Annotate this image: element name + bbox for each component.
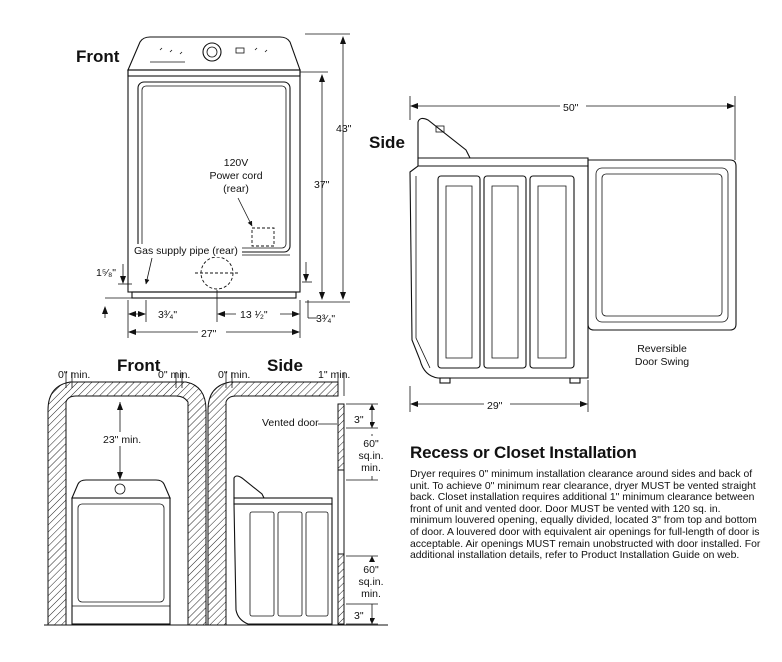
closet-walls-front [47, 381, 207, 626]
svg-text:Door Swing: Door Swing [635, 356, 689, 368]
recess-installation-notes: Recess or Closet Installation Dryer requ… [410, 443, 765, 562]
front-view: Front 120V Power cord (rear) Gas supply … [76, 33, 352, 340]
control-knob-icon [202, 42, 222, 62]
svg-text:60": 60" [363, 564, 379, 576]
power-cord-label: 120V [224, 157, 249, 169]
svg-text:3": 3" [354, 610, 364, 622]
svg-text:sq.in.: sq.in. [358, 576, 383, 588]
svg-text:29": 29" [487, 400, 503, 412]
svg-text:23" min.: 23" min. [103, 434, 141, 446]
front-view-heading: Front [76, 47, 120, 66]
svg-text:27": 27" [201, 328, 217, 340]
svg-text:60": 60" [363, 438, 379, 450]
dryer-door-front [137, 81, 291, 253]
recess-title: Recess or Closet Installation [410, 443, 637, 462]
closet-side-heading: Side [267, 356, 303, 375]
svg-text:50": 50" [563, 102, 579, 114]
closet-side-view: Side 0" min. 1" min. Vented door [204, 356, 388, 626]
door-swing-label: Reversible [637, 343, 687, 355]
svg-text:1" min.: 1" min. [318, 369, 350, 381]
svg-text:3³⁄₄": 3³⁄₄" [158, 309, 177, 321]
svg-text:min.: min. [361, 462, 381, 474]
side-view-heading: Side [369, 133, 405, 152]
svg-text:37": 37" [314, 179, 330, 191]
gas-pipe-label: Gas supply pipe (rear) [134, 245, 238, 257]
side-view: Side 50" Reversible Door [369, 96, 737, 412]
svg-text:(rear): (rear) [223, 183, 249, 195]
closet-dryer-front [71, 497, 171, 625]
recess-body: Dryer requires 0" minimum installation c… [410, 469, 761, 562]
control-console [127, 36, 301, 71]
svg-text:43": 43" [336, 123, 352, 135]
svg-text:0" min.: 0" min. [58, 369, 90, 381]
power-cord-location [251, 227, 275, 247]
svg-text:0" min.: 0" min. [218, 369, 250, 381]
svg-text:3": 3" [354, 414, 364, 426]
closet-front-heading: Front [117, 356, 161, 375]
svg-text:13 ¹⁄₂": 13 ¹⁄₂" [240, 309, 268, 321]
svg-text:min.: min. [361, 588, 381, 600]
closet-front-view: Front 0" min. 0" min. 23" min. [44, 356, 210, 626]
dryer-cabinet-side [409, 165, 589, 379]
console-side [417, 117, 471, 159]
closet-dryer-side [233, 503, 333, 625]
svg-text:Vented door: Vented door [262, 417, 319, 429]
side-panels [437, 175, 575, 369]
svg-text:3³⁄₄": 3³⁄₄" [316, 313, 335, 325]
svg-text:Power cord: Power cord [209, 170, 262, 182]
closet-dryer-console [71, 479, 171, 499]
closet-walls-side [207, 381, 339, 626]
svg-text:1⁵⁄₈": 1⁵⁄₈" [96, 267, 116, 279]
open-door-side [587, 159, 737, 331]
svg-text:sq.in.: sq.in. [358, 450, 383, 462]
svg-text:0" min.: 0" min. [158, 369, 190, 381]
